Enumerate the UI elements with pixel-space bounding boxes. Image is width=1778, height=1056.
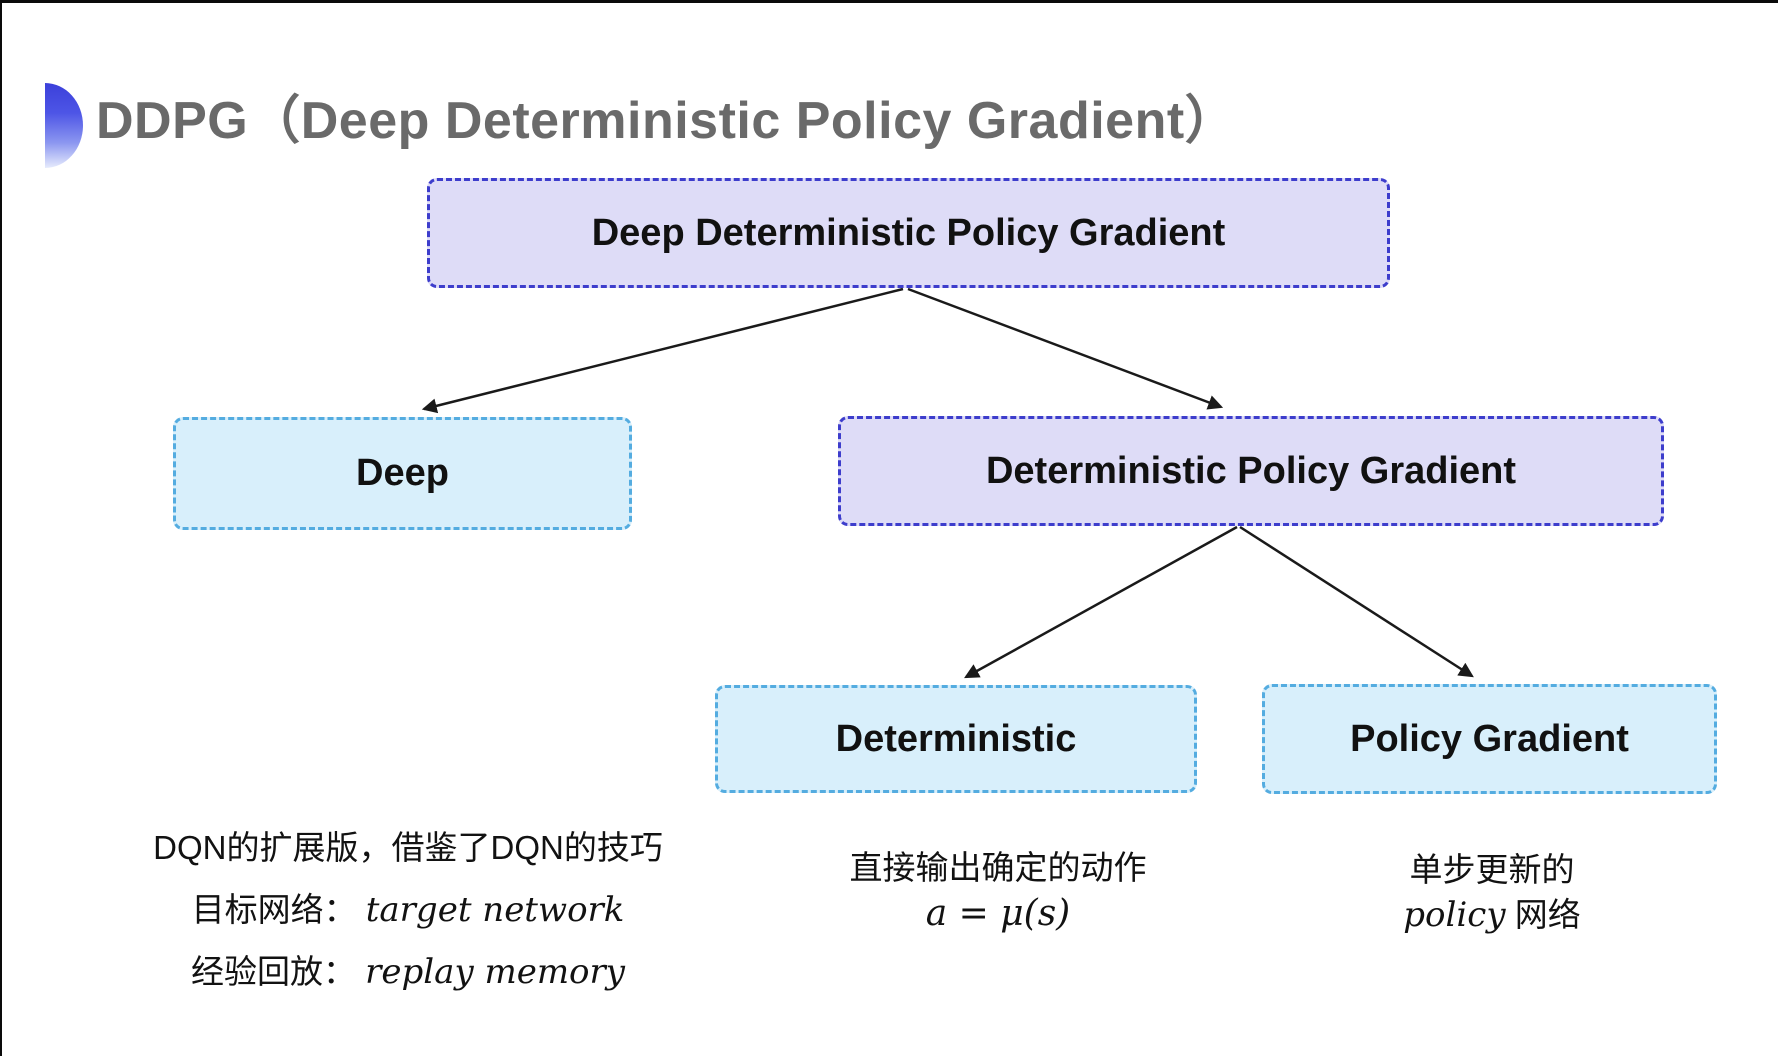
node-label: Deep bbox=[356, 452, 449, 494]
deep-note-line3: 经验回放： replay memory bbox=[118, 950, 698, 996]
edge-dpg-policy-gradient bbox=[1239, 525, 1474, 678]
edge-dpg-deterministic bbox=[964, 525, 1238, 679]
deep-note-line1: DQN的扩展版，借鉴了DQN的技巧 bbox=[153, 829, 663, 866]
target-network-term: target network bbox=[365, 889, 625, 930]
node-label: Policy Gradient bbox=[1350, 717, 1629, 760]
title-bullet-icon bbox=[45, 83, 83, 168]
deterministic-note-line1: 直接输出确定的动作 bbox=[849, 849, 1147, 886]
deterministic-notes: 直接输出确定的动作 a = μ(s) bbox=[778, 846, 1218, 934]
node-label: Deep Deterministic Policy Gradient bbox=[591, 211, 1226, 254]
edge-root-dpg bbox=[907, 287, 1224, 410]
node-deep: Deep bbox=[173, 417, 632, 530]
deterministic-formula: a = μ(s) bbox=[925, 892, 1071, 934]
deep-notes: DQN的扩展版，借鉴了DQN的技巧 目标网络： target network 经… bbox=[118, 826, 698, 1013]
node-policy-gradient: Policy Gradient bbox=[1262, 684, 1717, 794]
node-label: Deterministic bbox=[835, 717, 1077, 760]
page-title: DDPG（Deep Deterministic Policy Gradient） bbox=[96, 92, 1238, 150]
policy-gradient-note-line1: 单步更新的 bbox=[1409, 851, 1575, 888]
node-deep-deterministic-policy-gradient: Deep Deterministic Policy Gradient bbox=[427, 178, 1390, 288]
node-deterministic-policy-gradient: Deterministic Policy Gradient bbox=[838, 416, 1664, 526]
policy-term: policy bbox=[1403, 894, 1506, 935]
replay-memory-term: replay memory bbox=[365, 952, 625, 993]
policy-gradient-notes: 单步更新的 policy 网络 bbox=[1327, 848, 1657, 938]
network-suffix: 网络 bbox=[1505, 895, 1581, 933]
edge-root-deep bbox=[421, 287, 904, 414]
deep-note-line2: 目标网络： target network bbox=[118, 888, 698, 934]
node-deterministic: Deterministic bbox=[715, 685, 1197, 793]
top-border-line bbox=[0, 0, 1778, 3]
policy-gradient-note-line2: policy 网络 bbox=[1327, 893, 1657, 939]
replay-memory-label: 经验回放： bbox=[190, 953, 356, 991]
left-border-line bbox=[0, 0, 2, 1056]
target-network-label: 目标网络： bbox=[191, 890, 357, 928]
node-label: Deterministic Policy Gradient bbox=[985, 449, 1517, 492]
